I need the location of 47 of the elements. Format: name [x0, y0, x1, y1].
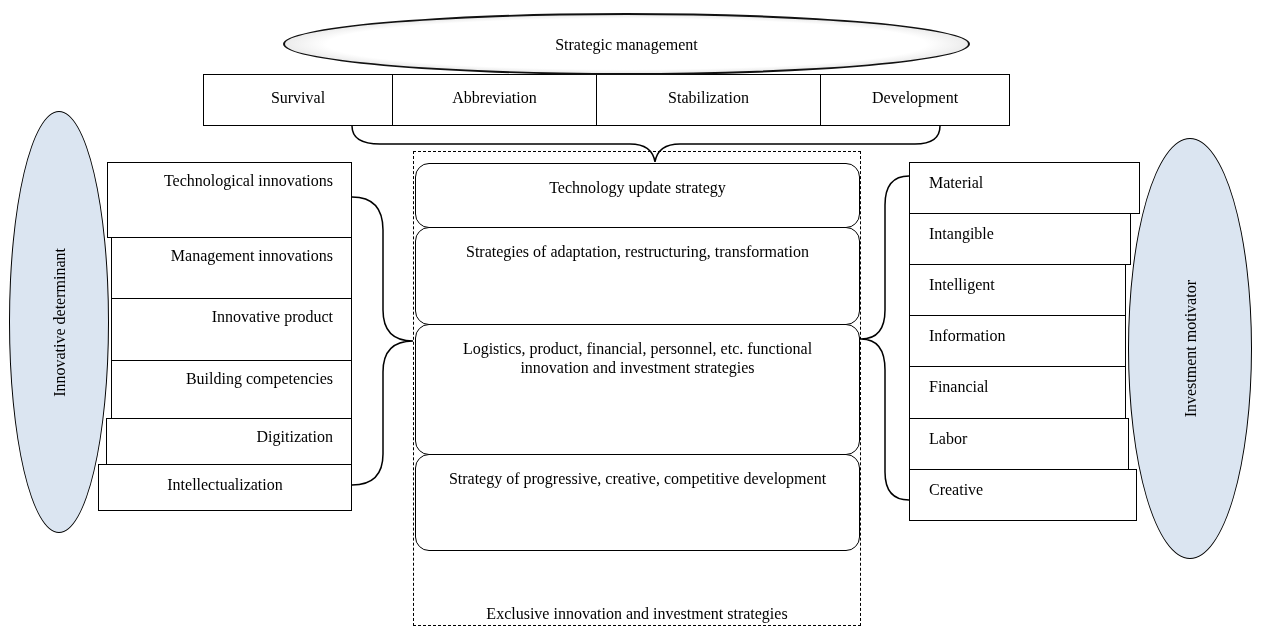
box-label: Information	[929, 326, 1006, 345]
item-box	[909, 162, 1140, 214]
strategy-box	[415, 324, 860, 455]
box-label: Intelligent	[929, 275, 995, 294]
box-label: Strategies of adaptation, restructuring, transformation	[466, 242, 809, 261]
box-label: Stabilization	[668, 88, 749, 107]
box-label: Intangible	[929, 224, 994, 243]
box-label: Financial	[929, 377, 989, 396]
box-label: Digitization	[256, 427, 333, 446]
box-label: Management innovations	[170, 246, 333, 265]
stage-box	[392, 74, 597, 126]
box-label: Building competencies	[185, 369, 333, 388]
stage-box	[596, 74, 821, 126]
item-box	[107, 162, 352, 238]
box-label: Material	[929, 173, 984, 192]
box-label: Innovative product	[211, 307, 333, 326]
item-box	[909, 213, 1131, 265]
box-label: Strategy of progressive, creative, competitive development	[448, 469, 827, 488]
item-box	[111, 298, 352, 361]
box-label: Development	[871, 88, 959, 107]
box-label: Labor	[929, 429, 968, 448]
strategy-box	[415, 454, 860, 551]
box-label: Abbreviation	[452, 88, 537, 107]
stage-box	[820, 74, 1010, 126]
strategy-box	[415, 163, 860, 228]
item-box	[98, 464, 352, 511]
item-box	[909, 264, 1126, 316]
box-label: Logistics, product, financial, personnel, etc. functional innovation and investment strategies	[461, 339, 814, 377]
stage-box	[203, 74, 393, 126]
strategy-box	[415, 227, 860, 325]
box-label: Technological innovations	[163, 171, 333, 190]
box-label: Intellectualization	[167, 475, 283, 494]
box-label: Creative	[929, 480, 984, 499]
dashed-frame	[413, 151, 861, 626]
item-box	[106, 418, 352, 465]
item-box	[909, 366, 1126, 419]
item-box	[111, 360, 352, 419]
item-box	[909, 469, 1137, 521]
item-box	[909, 418, 1129, 470]
node-title: Strategic management	[555, 34, 698, 54]
item-box	[111, 237, 352, 299]
item-box	[909, 315, 1126, 367]
vertical-label: Innovative determinant	[49, 247, 69, 397]
box-label: Survival	[270, 88, 326, 107]
vertical-label: Investment motivator	[1180, 279, 1200, 418]
box-label: Technology update strategy	[549, 178, 726, 197]
frame-label: Exclusive innovation and investment strategies	[485, 604, 789, 623]
